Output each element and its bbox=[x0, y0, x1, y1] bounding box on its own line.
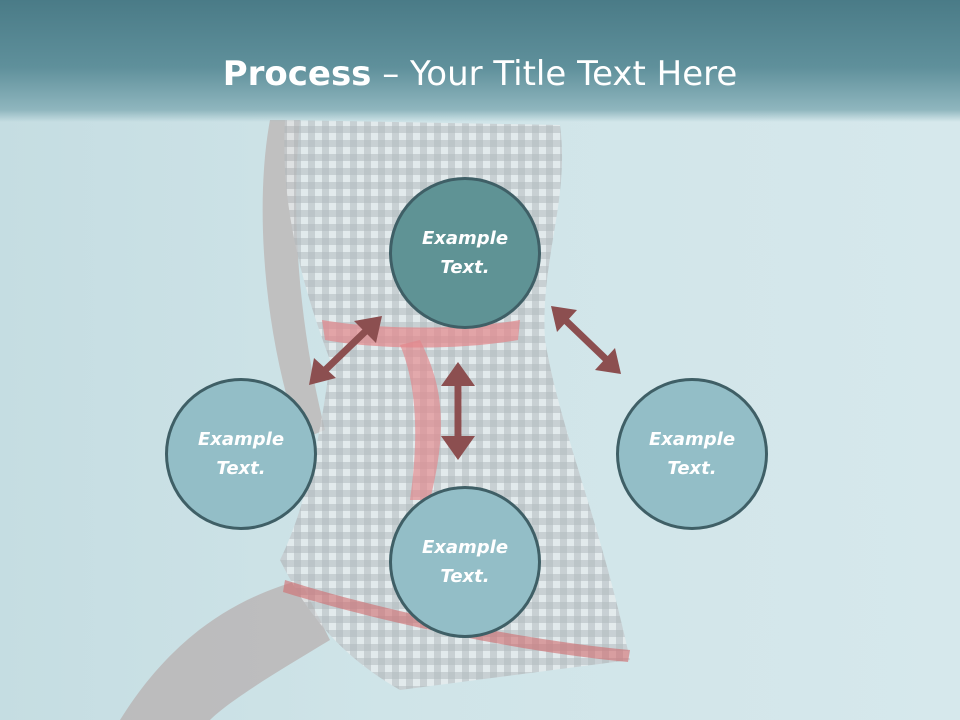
right-circle-label: Example Text. bbox=[648, 429, 736, 479]
title-bold: Process bbox=[222, 54, 372, 94]
center-circle-label: Example Text. bbox=[421, 228, 509, 278]
right-circle: Example Text. bbox=[616, 378, 768, 530]
bottom-circle-label: Example Text. bbox=[421, 537, 509, 587]
bottom-circle: Example Text. bbox=[389, 486, 541, 638]
left-circle-label: Example Text. bbox=[197, 429, 285, 479]
left-circle: Example Text. bbox=[165, 378, 317, 530]
arrow-center-left bbox=[309, 316, 382, 385]
arrow-center-bottom bbox=[441, 362, 475, 460]
title-rest: – Your Title Text Here bbox=[371, 54, 738, 94]
center-circle: Example Text. bbox=[389, 177, 541, 329]
slide-title: Process – Your Title Text Here bbox=[0, 52, 960, 96]
title-bar: Process – Your Title Text Here bbox=[0, 0, 960, 122]
arrow-center-right bbox=[551, 306, 621, 374]
